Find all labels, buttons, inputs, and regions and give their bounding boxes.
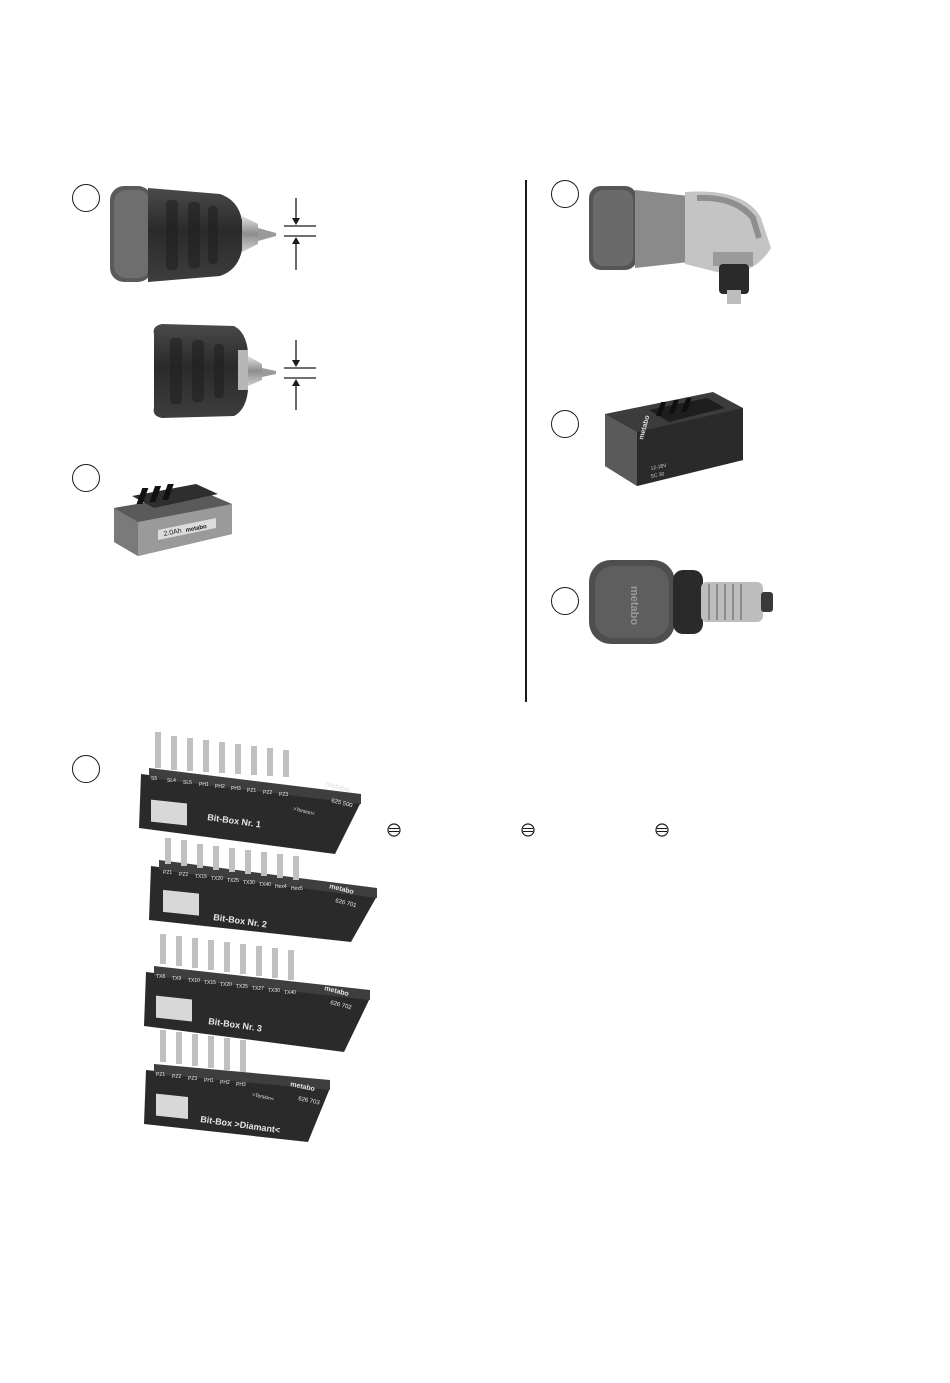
bit-label: PH1 — [199, 782, 209, 788]
bit-label: S5 — [151, 776, 157, 782]
bit-box-1-bits — [155, 732, 289, 777]
bit-label: TX25 — [236, 984, 248, 990]
bit-label: PZ2 — [263, 790, 272, 796]
bit-label: PZ3 — [279, 792, 288, 798]
battery-capacity-label: 2.0Ah — [163, 528, 182, 538]
bit-label: PH2 — [220, 1080, 230, 1086]
bit-box-2-illustration: PZ1 PZ2 TX15 TX20 TX25 TX30 TX40 Hex4 He… — [149, 838, 377, 942]
bit-label: SL4 — [167, 778, 176, 784]
bit-label: TX27 — [252, 986, 264, 992]
bit-label: TX9 — [172, 976, 181, 982]
bit-box-diamant-model: 626 703 — [298, 1096, 321, 1107]
callout-circle-bit-boxes — [72, 755, 100, 783]
bit-label: TX25 — [227, 878, 239, 884]
bit-box-3-illustration: TX8 TX9 TX10 TX15 TX20 TX25 TX27 TX30 TX… — [144, 934, 370, 1052]
bit-box-3-model: 626 702 — [330, 1000, 353, 1011]
flat-screwdriver-symbol-icon — [655, 823, 669, 837]
flat-screwdriver-symbol-icon — [387, 823, 401, 837]
bit-label: TX8 — [156, 974, 165, 980]
callout-circle-charger — [551, 410, 579, 438]
battery-pack-illustration: 2.0Ah metabo — [114, 484, 232, 556]
bit-label: PZ1 — [156, 1072, 165, 1078]
bit-label: PH3 — [236, 1082, 246, 1088]
bit-box-2-model: 626 701 — [335, 898, 358, 909]
bit-label: PZ1 — [247, 788, 256, 794]
bit-label: PZ2 — [172, 1074, 181, 1080]
bit-label: PZ2 — [179, 872, 188, 878]
column-divider — [525, 180, 527, 702]
bit-label: PH3 — [231, 786, 241, 792]
callout-circle-battery — [72, 464, 100, 492]
bit-holder-brand-label: metabo — [628, 586, 640, 625]
callout-circle-bit-holder — [551, 587, 579, 615]
bit-box-1-tag: >Torsion< — [293, 806, 316, 817]
charger-status-label-1: SC 30 — [650, 471, 665, 480]
keyless-chuck-small-illustration — [153, 324, 276, 418]
bit-label: TX15 — [204, 980, 216, 986]
bit-label: TX20 — [220, 982, 232, 988]
bit-label: Hex5 — [291, 886, 303, 892]
callout-circle-chuck — [72, 184, 100, 212]
flat-screwdriver-symbol-icon — [521, 823, 535, 837]
bit-label: PZ3 — [188, 1076, 197, 1082]
bit-label: TX30 — [268, 988, 280, 994]
charger-status-label-2: 12-18V — [650, 463, 668, 472]
callout-circle-angle-head — [551, 180, 579, 208]
dimension-arrows-small — [284, 340, 316, 410]
bit-label: PH1 — [204, 1078, 214, 1084]
bit-label: Hex4 — [275, 884, 287, 890]
bit-label: TX40 — [284, 990, 296, 996]
keyless-chuck-large-illustration — [110, 186, 276, 282]
bit-label: TX30 — [243, 880, 255, 886]
bit-label: PZ1 — [163, 870, 172, 876]
bit-label: SL5 — [183, 780, 192, 786]
battery-charger-illustration: metabo SC 30 12-18V — [605, 392, 743, 486]
bit-label: TX20 — [211, 876, 223, 882]
bit-label: TX15 — [195, 874, 207, 880]
bit-box-1-illustration: S5 SL4 SL5 PH1 PH2 PH3 PZ1 PZ2 PZ3 metab… — [139, 732, 361, 854]
battery-brand-label: metabo — [185, 524, 207, 534]
bit-box-diamant-illustration: PZ1 PZ2 PZ3 PH1 PH2 PH3 metabo 626 703 >… — [144, 1030, 330, 1142]
dimension-arrows-large — [284, 198, 316, 270]
bit-holder-attachment-illustration: metabo — [589, 560, 773, 644]
bit-label: TX40 — [259, 882, 271, 888]
bit-box-diamant-tag: >Torsion< — [252, 1092, 275, 1102]
bit-box-1-model: 625 500 — [331, 798, 354, 809]
bit-label: TX10 — [188, 978, 200, 984]
angle-head-attachment-illustration — [589, 186, 771, 304]
bit-label: PH2 — [215, 784, 225, 790]
